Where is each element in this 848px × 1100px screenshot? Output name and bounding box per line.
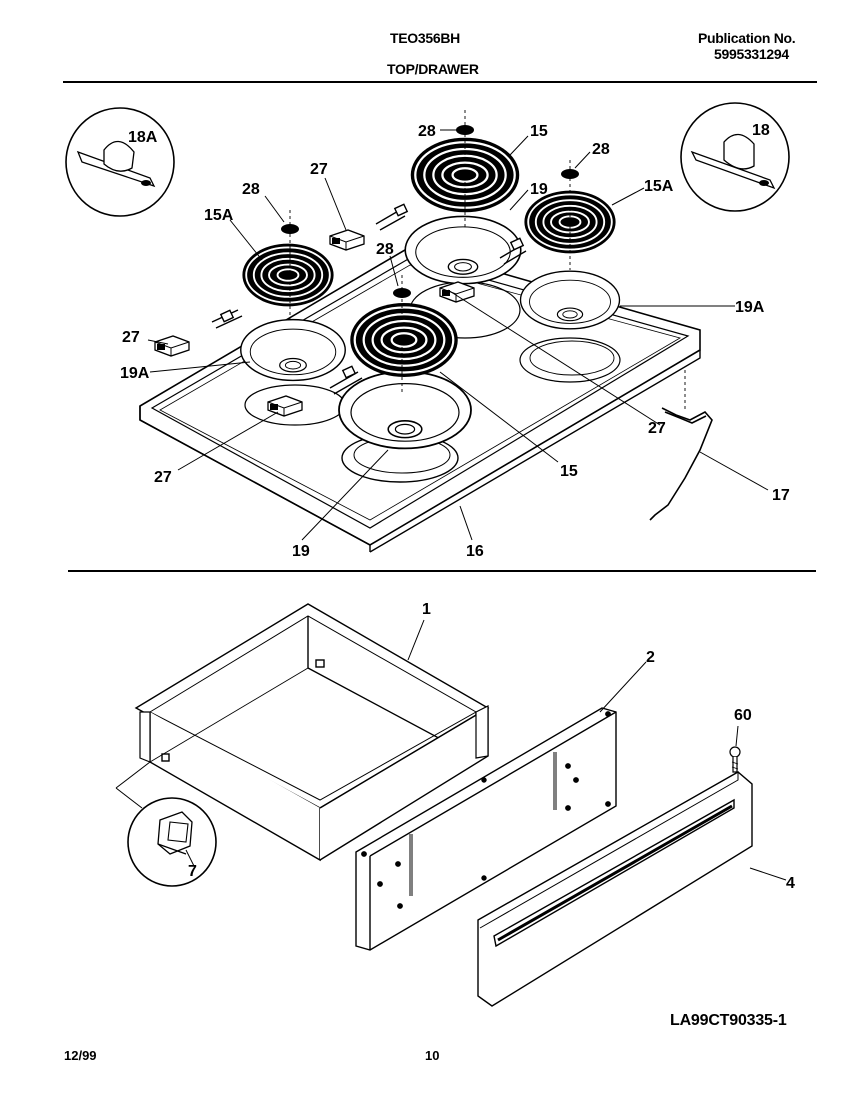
lift-rod-wire <box>649 407 713 521</box>
drip-bowl-rear-left <box>240 318 346 382</box>
callout-27: 27 <box>122 329 140 346</box>
surface-element-front <box>349 301 459 379</box>
diagram-reference-number: LA99CT90335-1 <box>670 1012 787 1029</box>
terminal-block <box>329 229 365 251</box>
callout-15: 15 <box>560 463 578 480</box>
drawer-front-panel <box>355 707 617 951</box>
element-terminals <box>211 203 527 395</box>
callout-27: 27 <box>154 469 172 486</box>
callout-27: 27 <box>310 161 328 178</box>
drawer-outer-panel <box>477 771 753 1007</box>
publication-number: 5995331294 <box>714 46 789 62</box>
callout-labels: 18A 18 28 15 28 27 28 19 15A 15A 28 19A … <box>120 122 795 892</box>
callout-2: 2 <box>646 649 655 666</box>
drip-bowl-front-left <box>338 370 472 450</box>
page-number: 10 <box>425 1048 440 1063</box>
callout-19: 19 <box>530 181 548 198</box>
footer-date: 12/99 <box>64 1048 97 1063</box>
detail-circle-18a <box>65 107 175 217</box>
callout-19a: 19A <box>120 365 150 382</box>
callout-27: 27 <box>648 420 666 437</box>
callout-28: 28 <box>592 141 610 158</box>
model-number: TEO356BH <box>390 30 460 46</box>
callout-28: 28 <box>376 241 394 258</box>
leader-lines-bottom <box>115 619 787 881</box>
callout-16: 16 <box>466 543 484 560</box>
callout-15: 15 <box>530 123 548 140</box>
callout-28: 28 <box>242 181 260 198</box>
terminal-block <box>154 335 190 357</box>
leader-lines-top <box>147 129 769 541</box>
drip-bowl-rear-right <box>519 270 621 330</box>
callout-60: 60 <box>734 707 752 724</box>
callout-18: 18 <box>752 122 770 139</box>
callout-19: 19 <box>292 543 310 560</box>
callout-28: 28 <box>418 123 436 140</box>
publication-label: Publication No. <box>698 30 796 46</box>
detail-circle-18 <box>680 102 790 212</box>
callout-7: 7 <box>188 863 197 880</box>
drawer-body <box>134 603 490 862</box>
callout-18a: 18A <box>128 129 158 146</box>
header-rule <box>63 81 817 83</box>
callout-19a: 19A <box>735 299 765 316</box>
callout-1: 1 <box>422 601 431 618</box>
callout-4: 4 <box>786 875 795 892</box>
section-divider <box>68 570 816 572</box>
callout-17: 17 <box>772 487 790 504</box>
alignment-lines <box>289 110 686 410</box>
section-title: TOP/DRAWER <box>387 61 479 77</box>
screw <box>729 746 741 773</box>
callout-15a: 15A <box>204 207 234 224</box>
detail-circle-7 <box>127 797 217 887</box>
drip-bowl-rear-center <box>404 215 522 285</box>
callout-15a: 15A <box>644 178 674 195</box>
drawer-back-flange <box>139 705 489 763</box>
